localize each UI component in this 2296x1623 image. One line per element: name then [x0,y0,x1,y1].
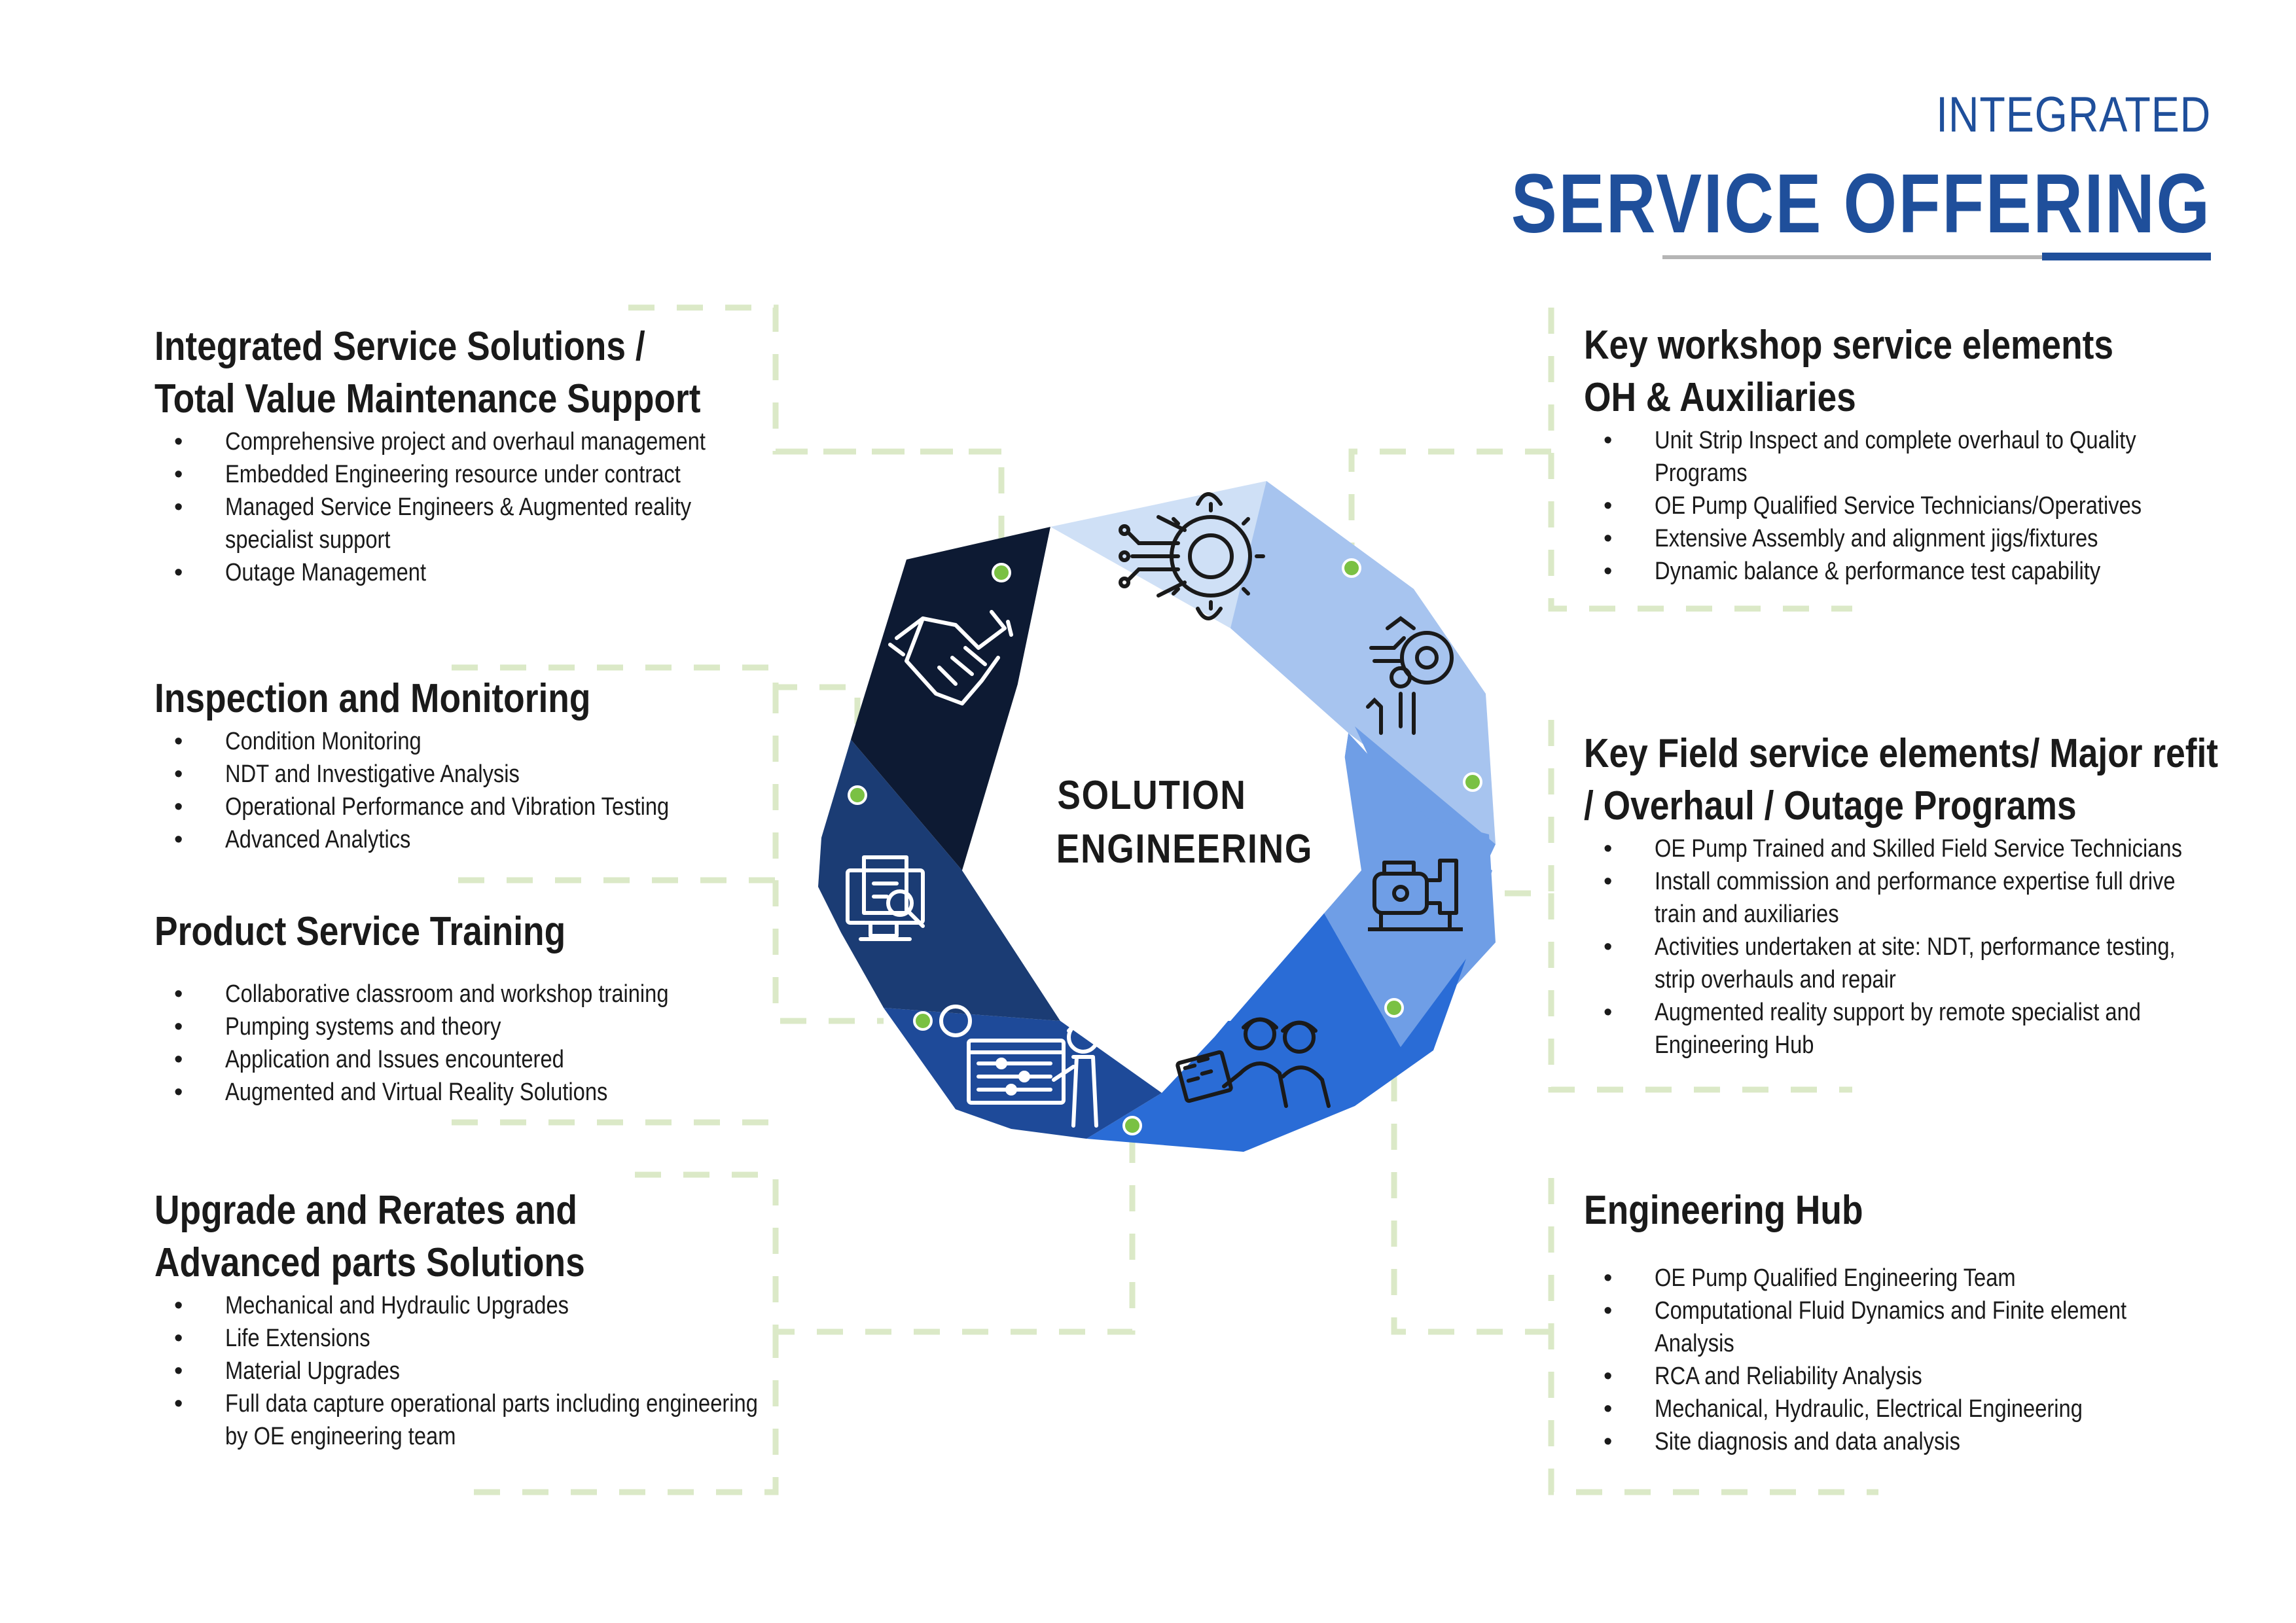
page-title: SERVICE OFFERING [1511,157,2211,251]
section-engineering-hub: Engineering Hub •OE Pump Qualified Engin… [1584,1185,2238,1458]
list-item: •Augmented and Virtual Reality Solutions [174,1079,608,1106]
section-field-service: Key Field service elements/ Major refit/… [1584,728,2238,1061]
list-item: •Material Upgrades [174,1357,401,1385]
section-title: Engineering Hub [1584,1188,1863,1233]
dot-6 [1384,998,1404,1018]
list-item: •Collaborative classroom and workshop tr… [174,980,669,1008]
section-title: Integrated Service Solutions /Total Valu… [154,324,701,421]
section-list: •Mechanical and Hydraulic Upgrades •Life… [154,1289,809,1453]
list-item: •Computational Fluid Dynamics and Finite… [1604,1297,2127,1325]
center-label-line1: SOLUTION [1057,773,1247,818]
list-item-continuation: strip overhauls and repair [1655,966,1896,993]
list-item: •Managed Service Engineers & Augmented r… [174,493,692,521]
list-item: •OE Pump Qualified Engineering Team [1604,1264,2016,1292]
title-underline-grey [1662,255,2042,259]
list-item-continuation: specialist support [225,526,391,554]
list-item: •Life Extensions [174,1325,370,1352]
process-gear-icon [1366,616,1454,735]
gear-circuit-icon [1119,492,1265,620]
segment-pump-b [1322,733,1496,1047]
connection-dots [848,558,1482,1135]
list-item: •Mechanical, Hydraulic, Electrical Engin… [1604,1395,2083,1423]
list-item: •Condition Monitoring [174,728,422,755]
list-item-continuation: train and auxiliaries [1655,901,1839,928]
section-title: Key Field service elements/ Major refit/… [1584,731,2219,829]
section-title: Product Service Training [154,909,566,954]
list-item: •Mechanical and Hydraulic Upgrades [174,1292,569,1319]
list-item: •Embedded Engineering resource under con… [174,461,681,488]
section-list: •Unit Strip Inspect and complete overhau… [1584,424,2238,588]
dot-7 [1122,1116,1142,1135]
center-label-line2: ENGINEERING [1056,827,1314,872]
segment-process [1230,481,1496,844]
segment-document [818,740,1060,1021]
segment-field [1086,910,1466,1152]
list-item: •Install commission and performance expe… [1604,868,2176,895]
list-item: •Augmented reality support by remote spe… [1604,999,2141,1026]
list-item: •NDT and Investigative Analysis [174,760,520,788]
dot-4 [1463,772,1482,792]
section-inspection-monitoring: Inspection and Monitoring •Condition Mon… [154,673,809,856]
dot-2 [1342,558,1361,578]
pump-icon [1368,859,1463,931]
title-underline-blue [2042,253,2211,260]
list-item-continuation: Engineering Hub [1655,1031,1814,1059]
list-item: •Full data capture operational parts inc… [174,1390,758,1418]
section-product-service-training: Product Service Training •Collaborative … [154,906,809,1109]
section-list: •Condition Monitoring •NDT and Investiga… [154,725,809,856]
handshake-icon [888,610,1013,705]
segment-pump [1355,726,1496,1060]
dot-3 [848,785,867,805]
training-presenter-icon [939,1001,1100,1128]
header-subtitle: INTEGRATED [1935,87,2211,143]
list-item: •Outage Management [174,559,427,586]
list-item: •Extensive Assembly and alignment jigs/f… [1604,525,2098,552]
section-list: •Collaborative classroom and workshop tr… [154,978,809,1109]
list-item: •Comprehensive project and overhaul mana… [174,428,706,455]
list-item-continuation: Programs [1655,459,1748,487]
list-item: •Dynamic balance & performance test capa… [1604,558,2101,585]
cycle-ring [818,481,1496,1152]
list-item: •Activities undertaken at site: NDT, per… [1604,933,2176,961]
dot-5 [913,1011,933,1031]
section-integrated-service-solutions: Integrated Service Solutions /Total Valu… [154,321,809,589]
list-item: •Application and Issues encountered [174,1046,564,1073]
list-item: •Unit Strip Inspect and complete overhau… [1604,427,2136,454]
center-hole-inner [969,645,1361,1021]
section-title: Inspection and Monitoring [154,676,591,721]
field-technicians-icon [1175,1017,1331,1108]
section-list: •Comprehensive project and overhaul mana… [154,425,809,589]
dot-1 [992,563,1011,582]
list-item: •Pumping systems and theory [174,1013,501,1041]
section-list: •OE Pump Trained and Skilled Field Servi… [1584,832,2238,1061]
list-item: •Operational Performance and Vibration T… [174,793,670,821]
list-item: •OE Pump Qualified Service Technicians/O… [1604,492,2142,520]
list-item: •Advanced Analytics [174,826,411,853]
section-list: •OE Pump Qualified Engineering Team •Com… [1584,1262,2238,1458]
list-item-continuation: by OE engineering team [225,1423,456,1450]
list-item: •RCA and Reliability Analysis [1604,1363,1922,1390]
list-item: •OE Pump Trained and Skilled Field Servi… [1604,835,2182,863]
center-label: SOLUTION ENGINEERING [1056,769,1314,876]
document-inspection-icon [846,855,925,941]
list-item: •Site diagnosis and data analysis [1604,1428,1960,1455]
list-item-continuation: Analysis [1655,1330,1734,1357]
